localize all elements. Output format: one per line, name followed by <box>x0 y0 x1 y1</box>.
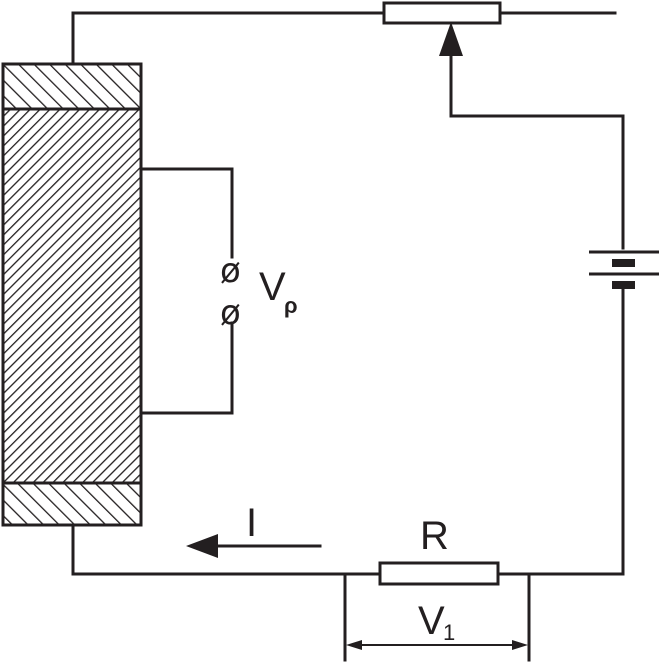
bottom-wire <box>71 287 625 576</box>
probe-terminal-bottom: ø <box>220 293 241 333</box>
arrowhead-icon <box>439 22 463 56</box>
v1-measurement <box>343 572 531 662</box>
label-v1-subscript: 1 <box>443 620 455 645</box>
bottom-electrode <box>1 481 143 527</box>
sample-block <box>1 62 143 527</box>
probe-terminal-top: ø <box>220 251 241 291</box>
battery-cell-icon <box>589 250 659 289</box>
sample-body <box>1 107 143 485</box>
top-wire <box>71 11 617 66</box>
top-electrode <box>1 62 143 111</box>
arrowhead-icon <box>186 534 218 558</box>
label-resistor: R <box>420 514 449 558</box>
potential-probes: ø ø <box>139 167 241 415</box>
current-arrow <box>186 534 322 558</box>
label-current: I <box>246 501 257 545</box>
label-v1: V <box>418 599 445 643</box>
wiper-line <box>439 22 625 250</box>
resistor <box>378 561 500 586</box>
label-vp-subscript: ρ <box>284 293 298 318</box>
label-vp: V <box>259 265 286 309</box>
potentiometer <box>382 1 502 25</box>
